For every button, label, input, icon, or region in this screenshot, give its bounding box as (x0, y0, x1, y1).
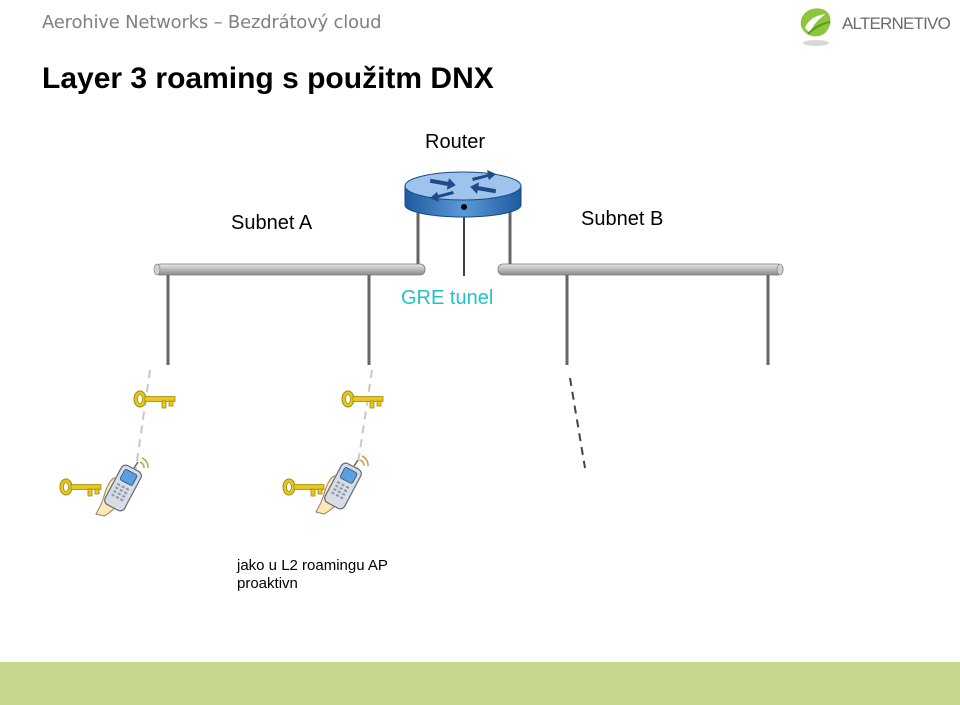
wireless-link-2 (356, 369, 373, 471)
key-icon (282, 478, 325, 497)
mobile-phone-icon (95, 457, 149, 517)
page-title: Layer 3 roaming s použitm DNX (42, 62, 494, 95)
router-icon (404, 170, 522, 218)
subnet-a-label: Subnet A (231, 212, 313, 234)
gre-tunnel-label: GRE tunel (401, 287, 494, 309)
note-line-2: proaktivn (237, 575, 298, 592)
subnet-b-pipe (497, 263, 784, 276)
logo-text: ALTERNETIVO (842, 14, 951, 33)
wireless-link-3 (569, 377, 586, 469)
router-label: Router (425, 131, 486, 153)
subnet-a-pipe (153, 263, 426, 276)
key-icon (133, 390, 176, 409)
key-icon (341, 390, 384, 409)
note-line-1: jako u L2 roamingu AP (237, 557, 388, 574)
wireless-link-1 (134, 369, 151, 476)
note-text: jako u L2 roamingu AP proaktivn (237, 557, 388, 593)
header-subtitle: Aerohive Networks – Bezdrátový cloud (42, 12, 382, 33)
key-icon (59, 478, 102, 497)
footer-bar (0, 662, 960, 705)
alternetivo-leaf-icon (800, 8, 831, 46)
subnet-b-label: Subnet B (581, 208, 664, 230)
